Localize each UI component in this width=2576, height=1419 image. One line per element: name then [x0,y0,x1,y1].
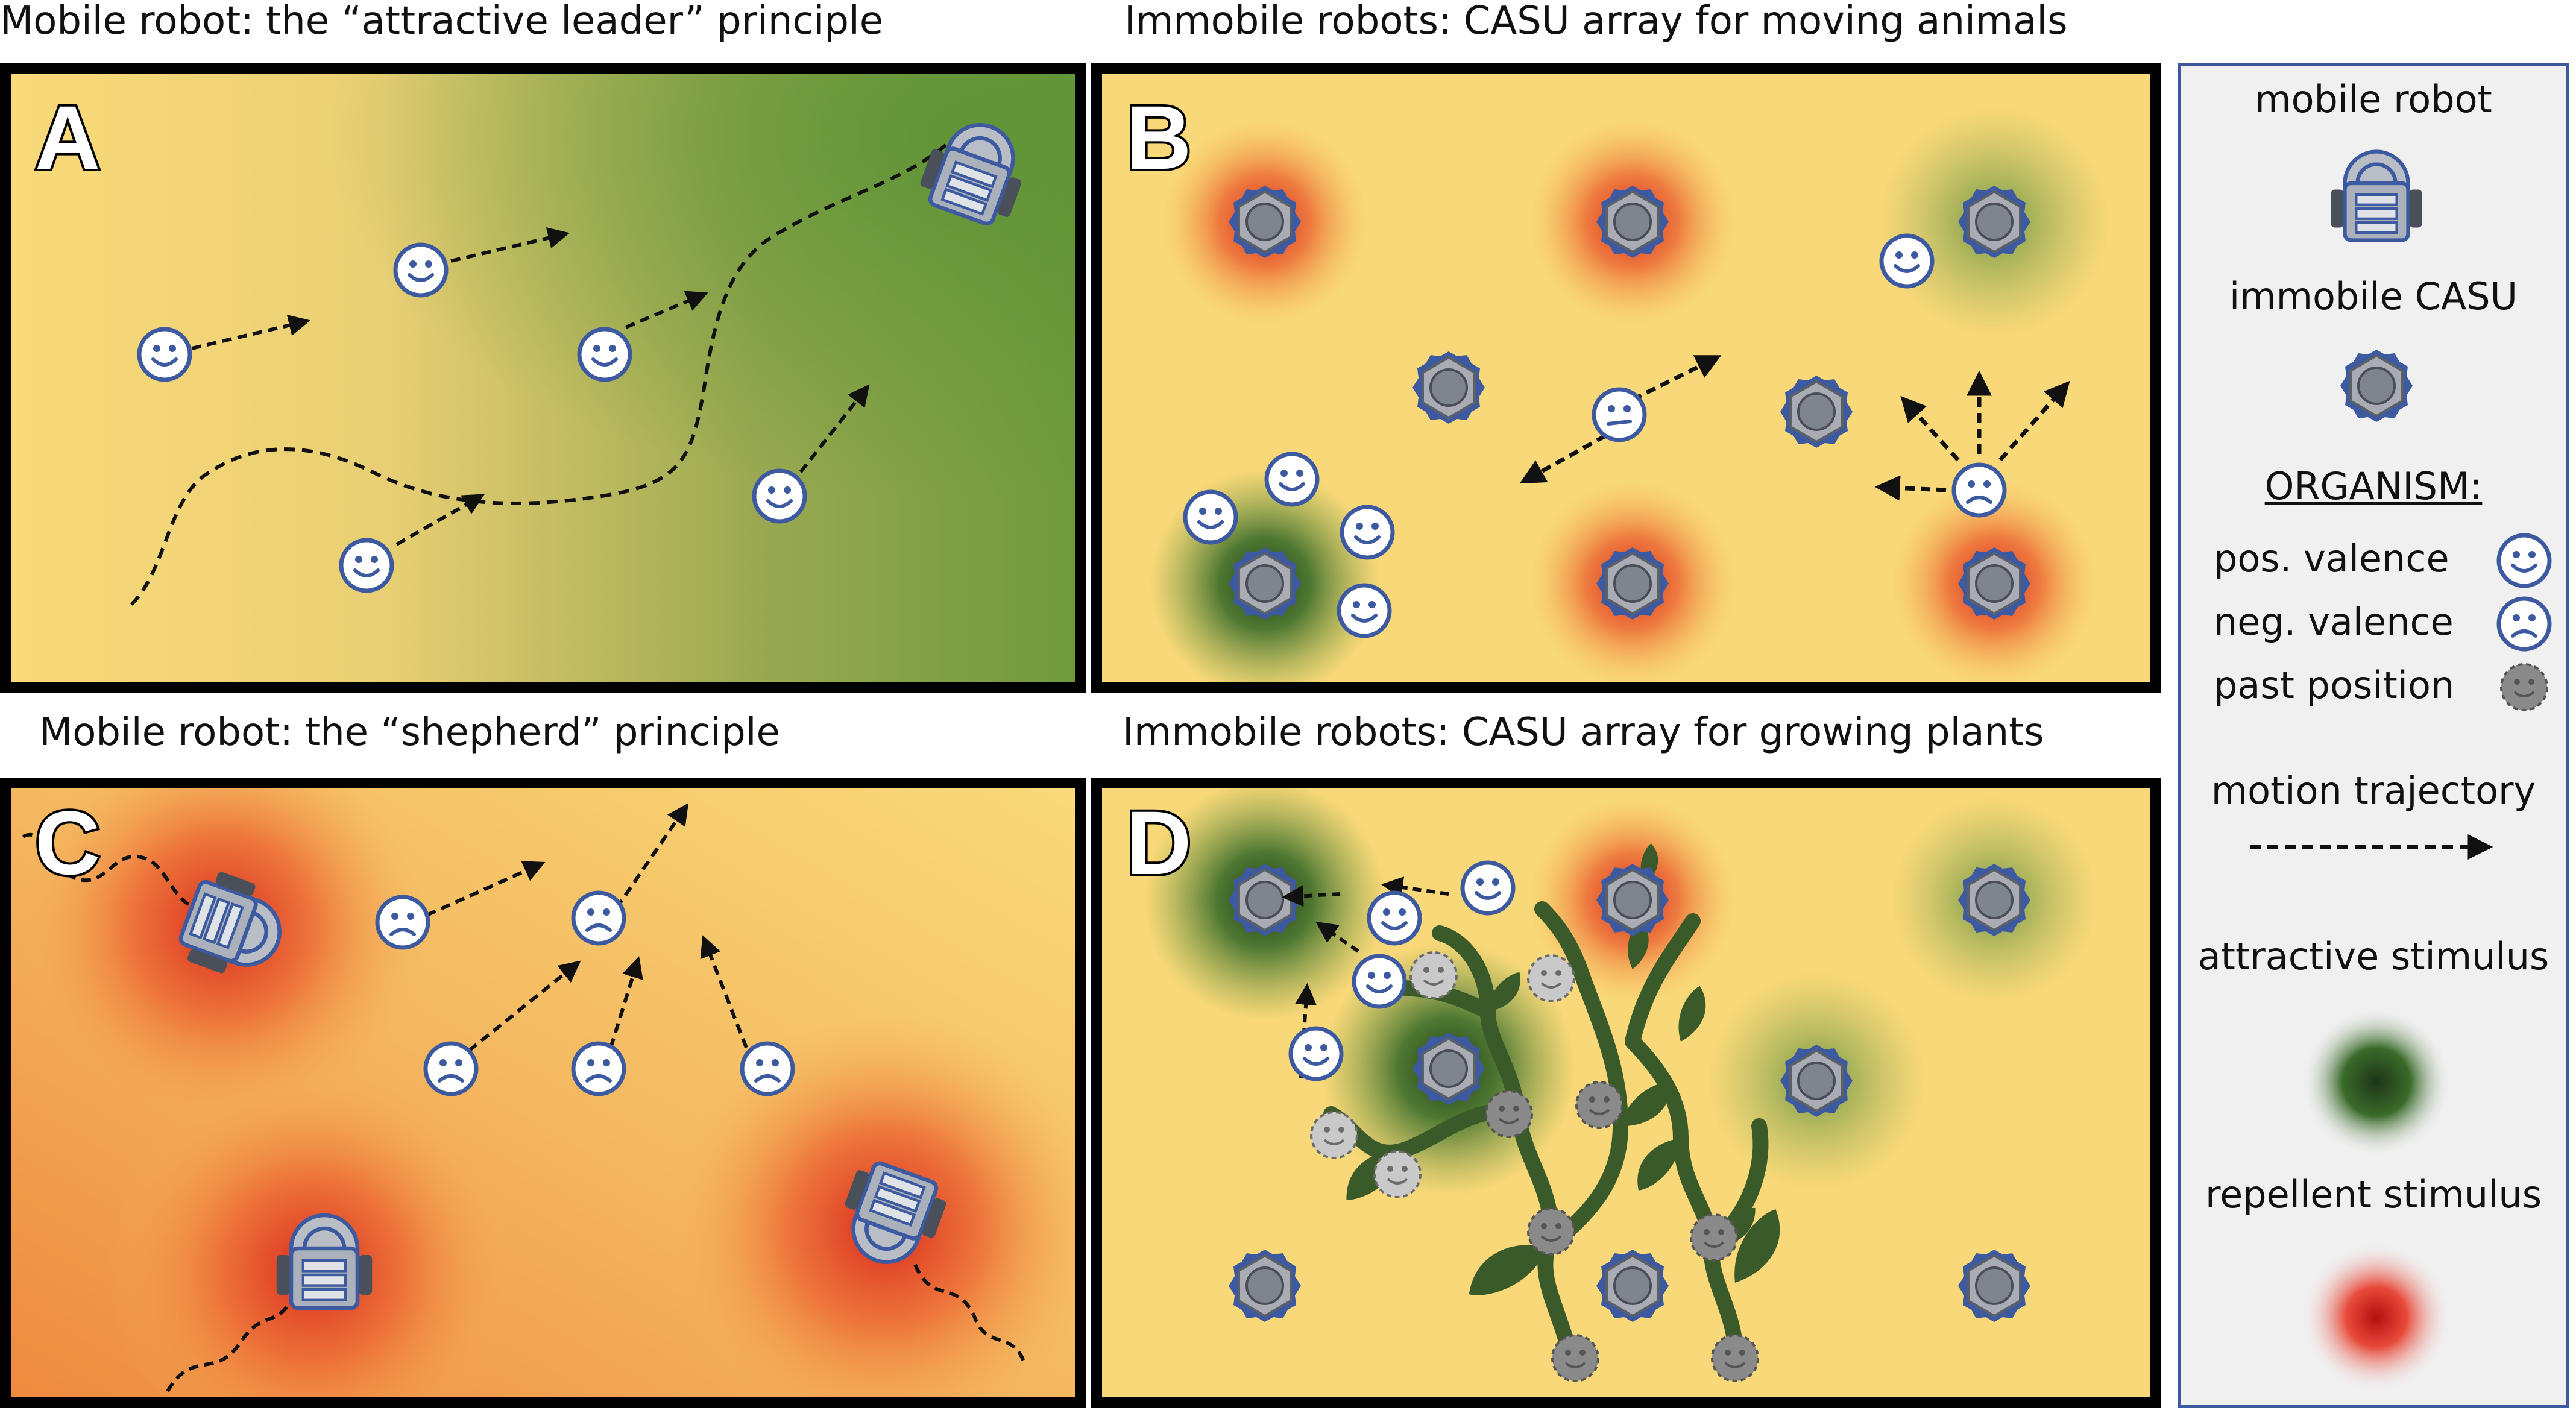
past-position-icon [1575,1081,1623,1129]
legend-organism-heading: ORGANISM: [2264,464,2483,508]
happy-face-icon [1342,507,1393,558]
legend-motion-trajectory-label: motion trajectory [2211,769,2536,813]
legend-attractive-stimulus-label: attractive stimulus [2197,934,2549,978]
panel-d-canvas [1102,788,2150,1397]
past-position-icon [1711,1334,1759,1382]
panel-b-canvas [1102,74,2150,682]
happy-face-icon [341,540,392,591]
caption-panel-a: Mobile robot: the “attractive leader” pr… [0,0,884,43]
sad-face-icon [2494,594,2554,654]
happy-face-icon [2494,530,2554,591]
past-position-icon [1527,1207,1575,1256]
legend-neg-valence-label: neg. valence [2214,600,2454,644]
legend-panel: mobile robot immobile CASU ORGANISM: pos… [2178,63,2569,1408]
panel-b: B [1091,63,2161,693]
happy-face-icon [395,245,446,295]
happy-face-icon [1369,893,1420,943]
legend-immobile-casu-label: immobile CASU [2229,274,2518,318]
past-position-icon [1310,1111,1358,1159]
caption-panel-d: Immobile robots: CASU array for growing … [1123,710,2044,755]
past-position-icon [1409,951,1458,999]
panel-letter-d: D [1124,792,1194,893]
panel-letter-c: C [33,792,102,893]
happy-face-icon [1354,956,1405,1007]
mobile-robot-icon [2322,142,2431,250]
panel-letter-a: A [33,87,102,188]
casu-icon [2339,348,2414,423]
sad-face-icon [377,897,428,948]
robot-trajectory [130,139,953,606]
happy-face-icon [1882,236,1932,286]
panel-a: A [0,63,1086,693]
sad-face-icon [426,1043,476,1094]
panel-d: D [1091,778,2161,1408]
past-position-icon [1373,1150,1422,1198]
past-position-icon [2500,663,2548,711]
sad-face-icon [573,893,624,943]
past-position-icon [1485,1090,1533,1138]
attractive-stimulus-icon [2301,1007,2452,1157]
happy-face-icon [139,329,190,380]
sad-face-icon [742,1043,793,1094]
neutral-face-icon [1594,389,1645,440]
happy-face-icon [1185,492,1236,543]
past-position-icon [1527,954,1575,1002]
happy-face-icon [1291,1028,1341,1079]
sad-face-icon [1954,465,2004,515]
panel-c-canvas [11,788,1075,1397]
caption-panel-b: Immobile robots: CASU array for moving a… [1124,0,2068,43]
caption-panel-c: Mobile robot: the “shepherd” principle [39,710,780,755]
happy-face-icon [1267,454,1317,505]
repellent-stimulus-icon [2301,1242,2452,1392]
legend-mobile-robot-label: mobile robot [2255,77,2492,121]
legend-repellent-stimulus-label: repellent stimulus [2205,1172,2542,1216]
past-position-icon [1551,1334,1599,1382]
panel-c: C [0,778,1086,1408]
panel-a-canvas [11,74,1075,682]
legend-past-position-label: past position [2214,663,2455,707]
sad-face-icon [573,1043,624,1094]
past-position-icon [1690,1213,1738,1262]
dashed-arrow-icon [2250,834,2493,860]
panel-letter-b: B [1124,87,1194,188]
happy-face-icon [579,329,630,380]
happy-face-icon [754,471,805,521]
happy-face-icon [1339,585,1390,636]
happy-face-icon [1463,863,1513,913]
legend-pos-valence-label: pos. valence [2214,536,2449,580]
